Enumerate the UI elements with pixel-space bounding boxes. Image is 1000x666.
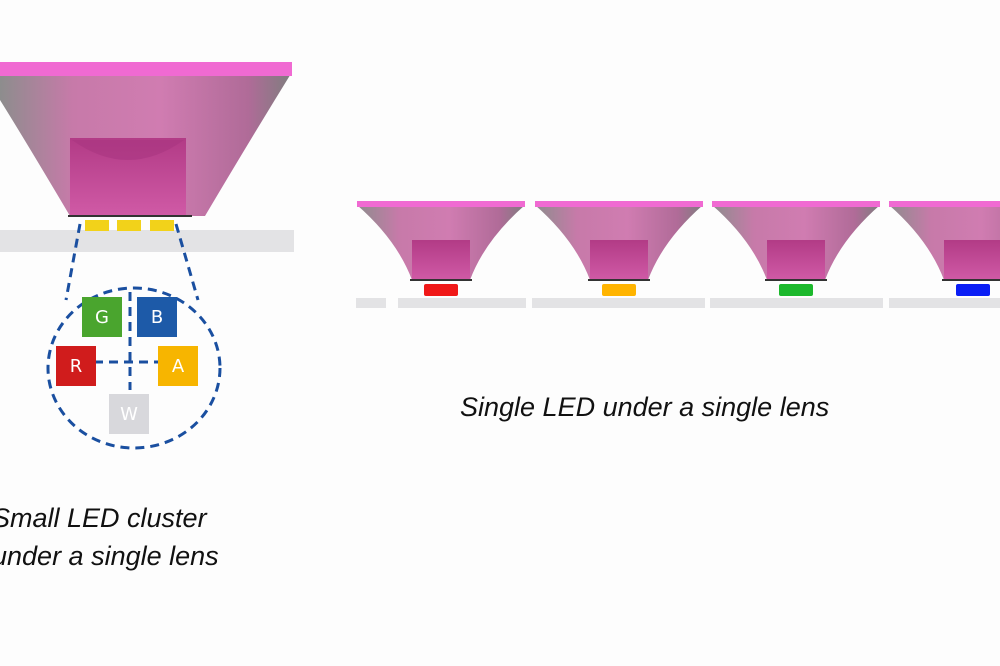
single-lens-row xyxy=(356,201,1000,308)
led-blue xyxy=(956,284,990,296)
cluster-top-leds xyxy=(85,220,174,231)
led-green xyxy=(779,284,813,296)
led-label: G xyxy=(95,306,109,328)
cluster-caption-line1: Small LED cluster xyxy=(0,503,207,533)
led-red xyxy=(424,284,458,296)
cluster-caption-line2: under a single lens xyxy=(0,541,219,571)
lens-top xyxy=(357,201,525,207)
led-chip-blue: B xyxy=(137,297,177,337)
led-chip-green: G xyxy=(82,297,122,337)
board-segment xyxy=(356,298,386,308)
led-chip-white: W xyxy=(109,394,149,434)
board-segment xyxy=(398,298,526,308)
led-amber xyxy=(602,284,636,296)
lens-cavity xyxy=(944,240,1000,280)
led-label: R xyxy=(69,355,83,377)
cluster-board xyxy=(0,230,294,252)
led-label: W xyxy=(120,403,138,425)
led-chip-red: R xyxy=(56,346,96,386)
led-label: B xyxy=(150,306,164,328)
lens-top xyxy=(712,201,880,207)
lens-top xyxy=(535,201,703,207)
single-caption: Single LED under a single lens xyxy=(460,392,830,422)
lens-top xyxy=(889,201,1000,207)
board-segment xyxy=(710,298,883,308)
single-lens-red xyxy=(357,201,525,296)
board-segment xyxy=(532,298,705,308)
led-label: A xyxy=(171,355,185,377)
lens-cavity xyxy=(412,240,470,280)
cluster-lens-top xyxy=(0,62,292,76)
lens-cavity xyxy=(590,240,648,280)
single-lens-green xyxy=(712,201,880,296)
board-segment xyxy=(889,298,1000,308)
led-chip-amber: A xyxy=(158,346,198,386)
single-lens-amber xyxy=(535,201,703,296)
lens-cavity xyxy=(767,240,825,280)
single-lens-blue xyxy=(889,201,1000,296)
cluster-lens xyxy=(0,62,292,217)
